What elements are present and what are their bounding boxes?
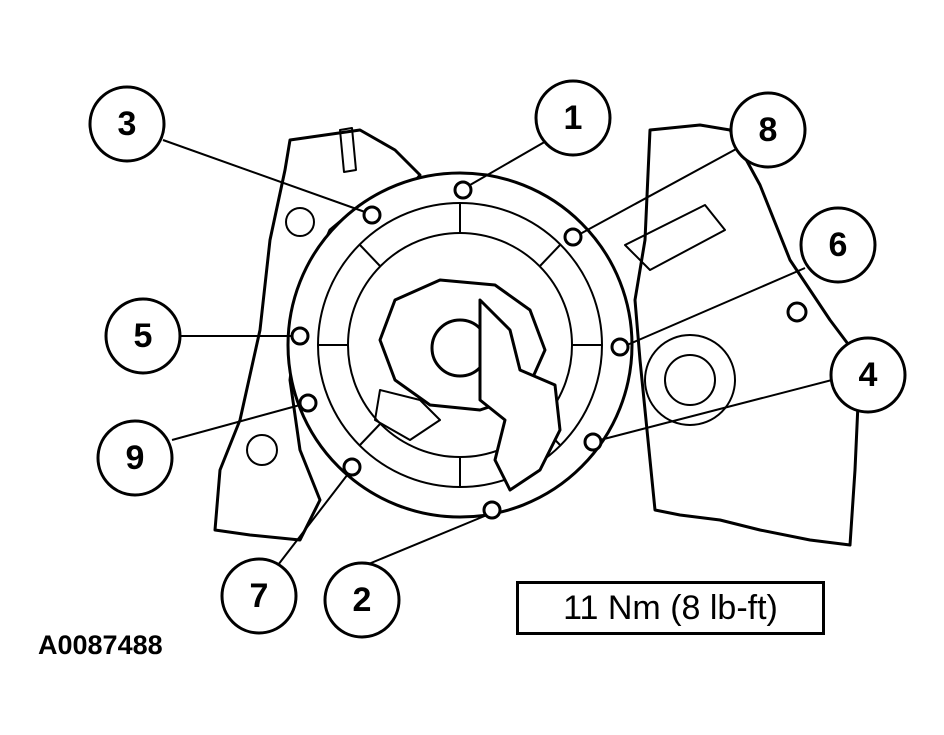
- callout-label-2: 2: [353, 581, 372, 619]
- bolt-6: [610, 337, 630, 357]
- callout-1: 1: [534, 79, 612, 157]
- callout-9: 9: [96, 419, 174, 497]
- bolt-5: [290, 326, 310, 346]
- bolt-4: [583, 432, 603, 452]
- bolt-group: [290, 180, 630, 520]
- bolt-3: [362, 205, 382, 225]
- callout-label-1: 1: [564, 99, 583, 137]
- callout-label-9: 9: [126, 439, 145, 477]
- callout-3: 3: [88, 85, 166, 163]
- leader-4: [599, 379, 833, 441]
- bolt-1: [453, 180, 473, 200]
- leader-8: [579, 147, 739, 235]
- main-cover: [286, 171, 634, 519]
- callout-8: 8: [729, 91, 807, 169]
- callout-label-3: 3: [118, 105, 137, 143]
- leader-6: [626, 267, 806, 346]
- bolt-8: [563, 227, 583, 247]
- callout-label-8: 8: [759, 111, 778, 149]
- figure-id: A0087488: [38, 630, 163, 660]
- callout-2: 2: [323, 561, 401, 639]
- housing-right: [624, 123, 862, 547]
- leader-3: [162, 139, 366, 213]
- bolt-7: [342, 457, 362, 477]
- leader-9: [171, 404, 301, 441]
- bolt-9: [298, 393, 318, 413]
- callout-label-7: 7: [250, 577, 269, 615]
- bolt-2: [482, 500, 502, 520]
- callout-6: 6: [799, 206, 877, 284]
- callout-label-4: 4: [859, 356, 878, 394]
- leader-7: [277, 473, 349, 566]
- leader-1: [469, 139, 549, 186]
- callout-5: 5: [104, 297, 182, 375]
- callout-label-6: 6: [829, 226, 848, 264]
- callout-7: 7: [220, 557, 298, 635]
- torque-spec-box: 11 Nm (8 lb-ft): [516, 581, 825, 635]
- callout-label-5: 5: [134, 317, 153, 355]
- callout-4: 4: [829, 336, 907, 414]
- torque-spec-label: 11 Nm (8 lb-ft): [563, 588, 778, 627]
